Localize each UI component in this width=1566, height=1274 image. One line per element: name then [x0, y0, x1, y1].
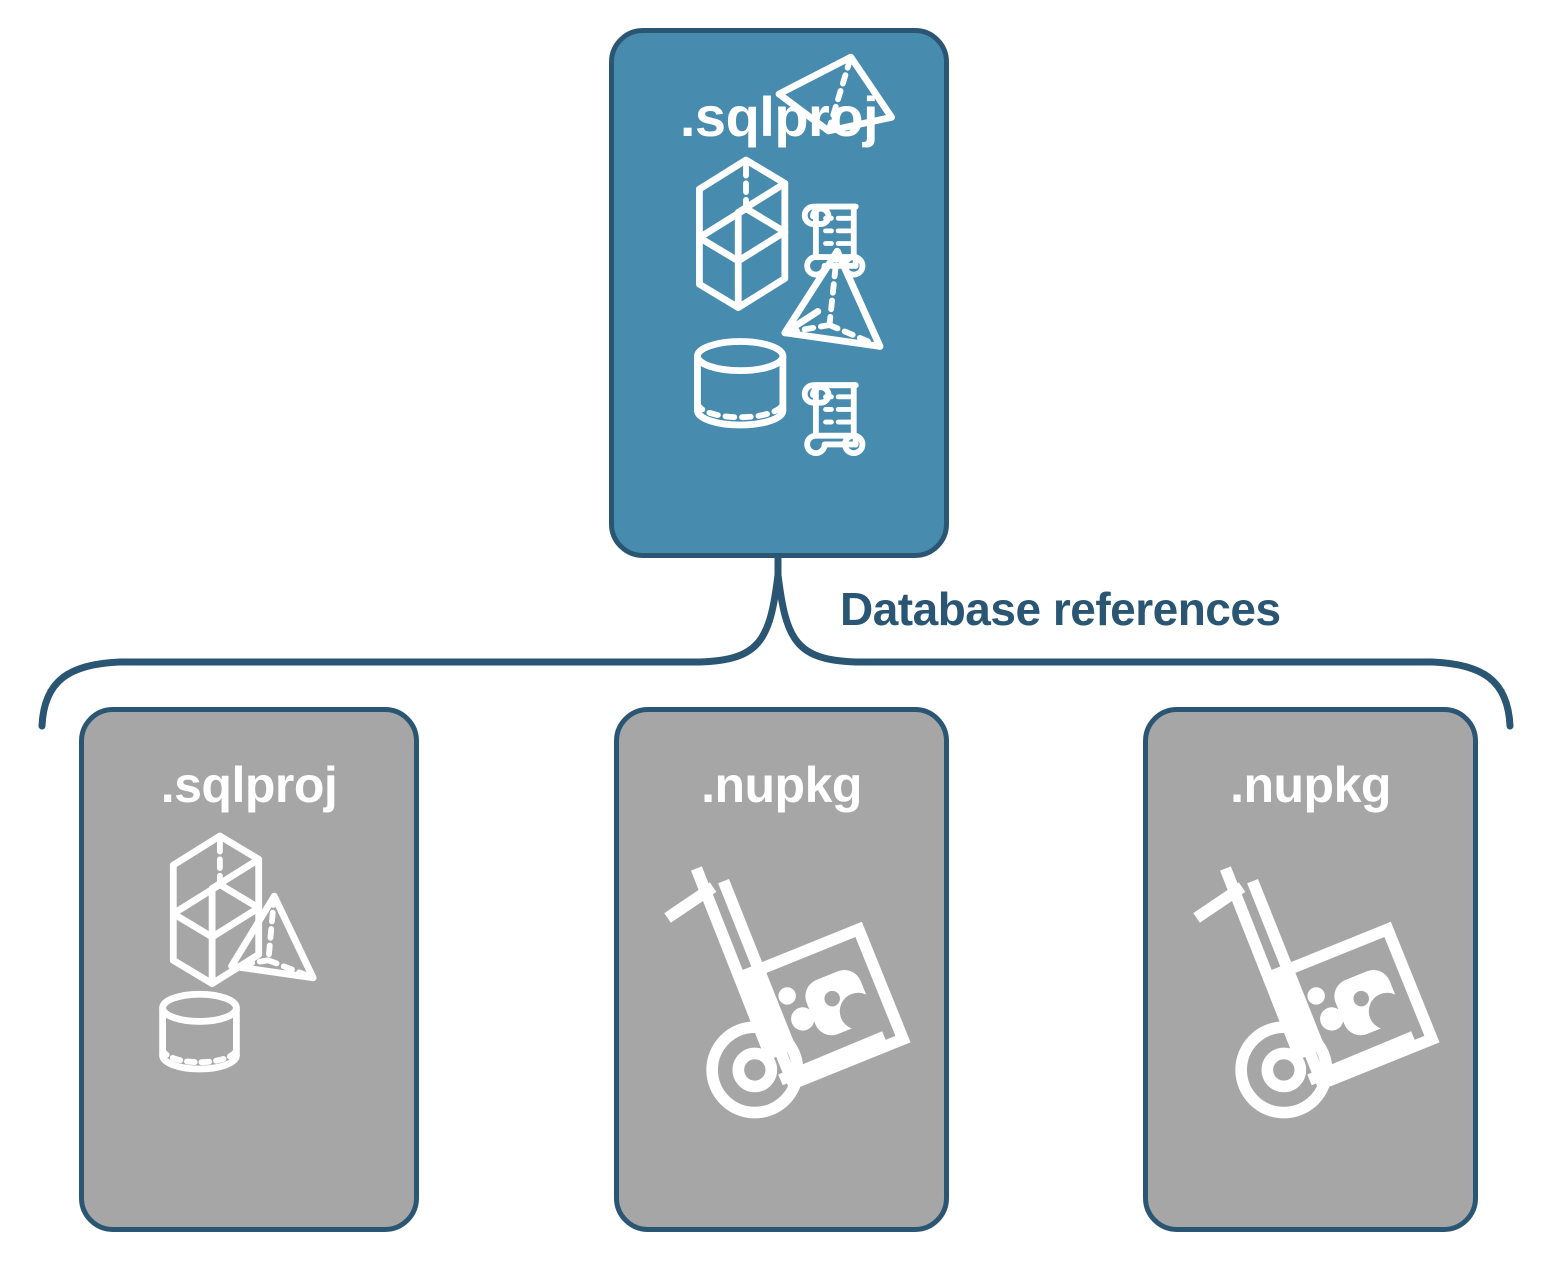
- scroll-icon: [801, 203, 866, 278]
- node-root-sqlproj[interactable]: .sqlproj: [609, 28, 949, 558]
- cylinder-icon: [694, 338, 787, 429]
- cube-icon: [169, 832, 263, 987]
- scroll-icon: [801, 382, 866, 457]
- node-ref-sqlproj[interactable]: .sqlproj: [79, 707, 419, 1232]
- cylinder-icon: [159, 990, 240, 1073]
- hand-truck-package-icon: [664, 866, 887, 1119]
- package-box-icon: [741, 921, 911, 1092]
- pyramid-icon-shape: [781, 247, 884, 350]
- node-root-sqlproj-label: .sqlproj: [679, 85, 879, 148]
- cube-icon: [696, 156, 789, 311]
- package-box-icon: [1270, 921, 1440, 1092]
- pyramid-icon: [228, 892, 317, 982]
- node-ref-nupkg-2[interactable]: .nupkg: [1143, 707, 1478, 1232]
- pyramid-icon-main: [782, 273, 892, 347]
- node-ref-nupkg-1-label: .nupkg: [701, 757, 862, 813]
- hand-truck-package-icon: [1193, 866, 1416, 1119]
- node-ref-nupkg-2-label: .nupkg: [1230, 757, 1391, 813]
- node-ref-sqlproj-label: .sqlproj: [160, 757, 338, 813]
- node-ref-nupkg-1[interactable]: .nupkg: [614, 707, 949, 1232]
- database-references-label: Database references: [840, 583, 1281, 635]
